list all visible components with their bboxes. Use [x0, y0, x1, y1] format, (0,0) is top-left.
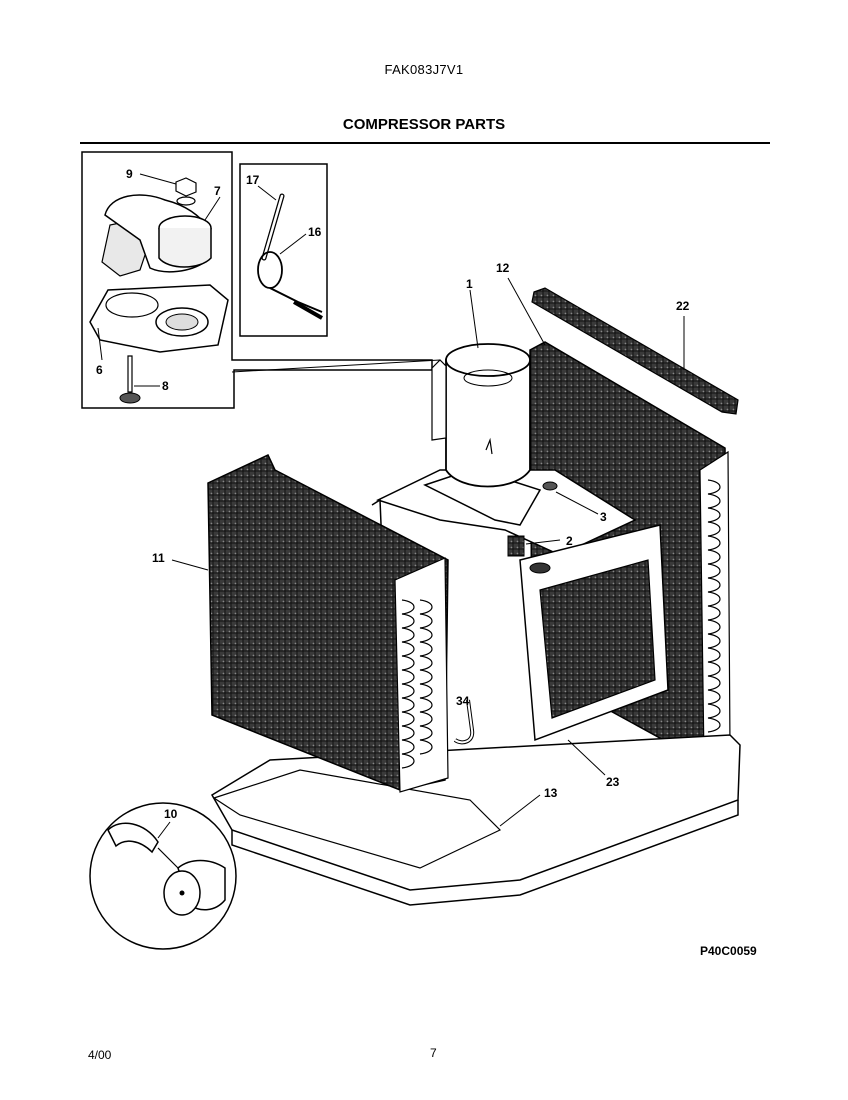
callout-3: 3 [600, 510, 607, 524]
title-rule [80, 142, 770, 144]
callout-11: 11 [152, 551, 165, 565]
callout-10: 10 [164, 807, 178, 821]
callout-1: 1 [466, 277, 473, 291]
evaporator-coil: 11 [152, 454, 449, 793]
exploded-parts-diagram: 9 7 6 8 17 16 22 13 [81, 151, 741, 950]
page-number: 7 [430, 1046, 437, 1060]
diagram-reference: P40C0059 [700, 944, 757, 958]
compressor: 1 12 2 3 [231, 261, 607, 557]
tubing: 34 [453, 694, 475, 745]
callout-13: 13 [544, 786, 558, 800]
callout-12: 12 [496, 261, 510, 275]
page-title: COMPRESSOR PARTS [342, 116, 506, 133]
callout-16: 16 [308, 225, 322, 239]
callout-22: 22 [676, 299, 690, 313]
model-number: FAK083J7V1 [384, 62, 464, 77]
inset-mount-parts: 9 7 6 8 [81, 151, 433, 409]
callout-34: 34 [456, 694, 470, 708]
gasket-strip: 22 [531, 287, 739, 415]
revision-date: 4/00 [88, 1048, 112, 1062]
callout-2: 2 [566, 534, 573, 548]
callout-9: 9 [126, 167, 133, 181]
callout-6: 6 [96, 363, 103, 377]
callout-7: 7 [214, 184, 221, 198]
inset-capacitor: 10 [89, 802, 237, 950]
base-pan: 13 [210, 734, 741, 906]
callout-8: 8 [162, 379, 169, 393]
inset-overload-parts: 17 16 [239, 163, 328, 337]
callout-23: 23 [606, 775, 620, 789]
callout-17: 17 [246, 173, 260, 187]
